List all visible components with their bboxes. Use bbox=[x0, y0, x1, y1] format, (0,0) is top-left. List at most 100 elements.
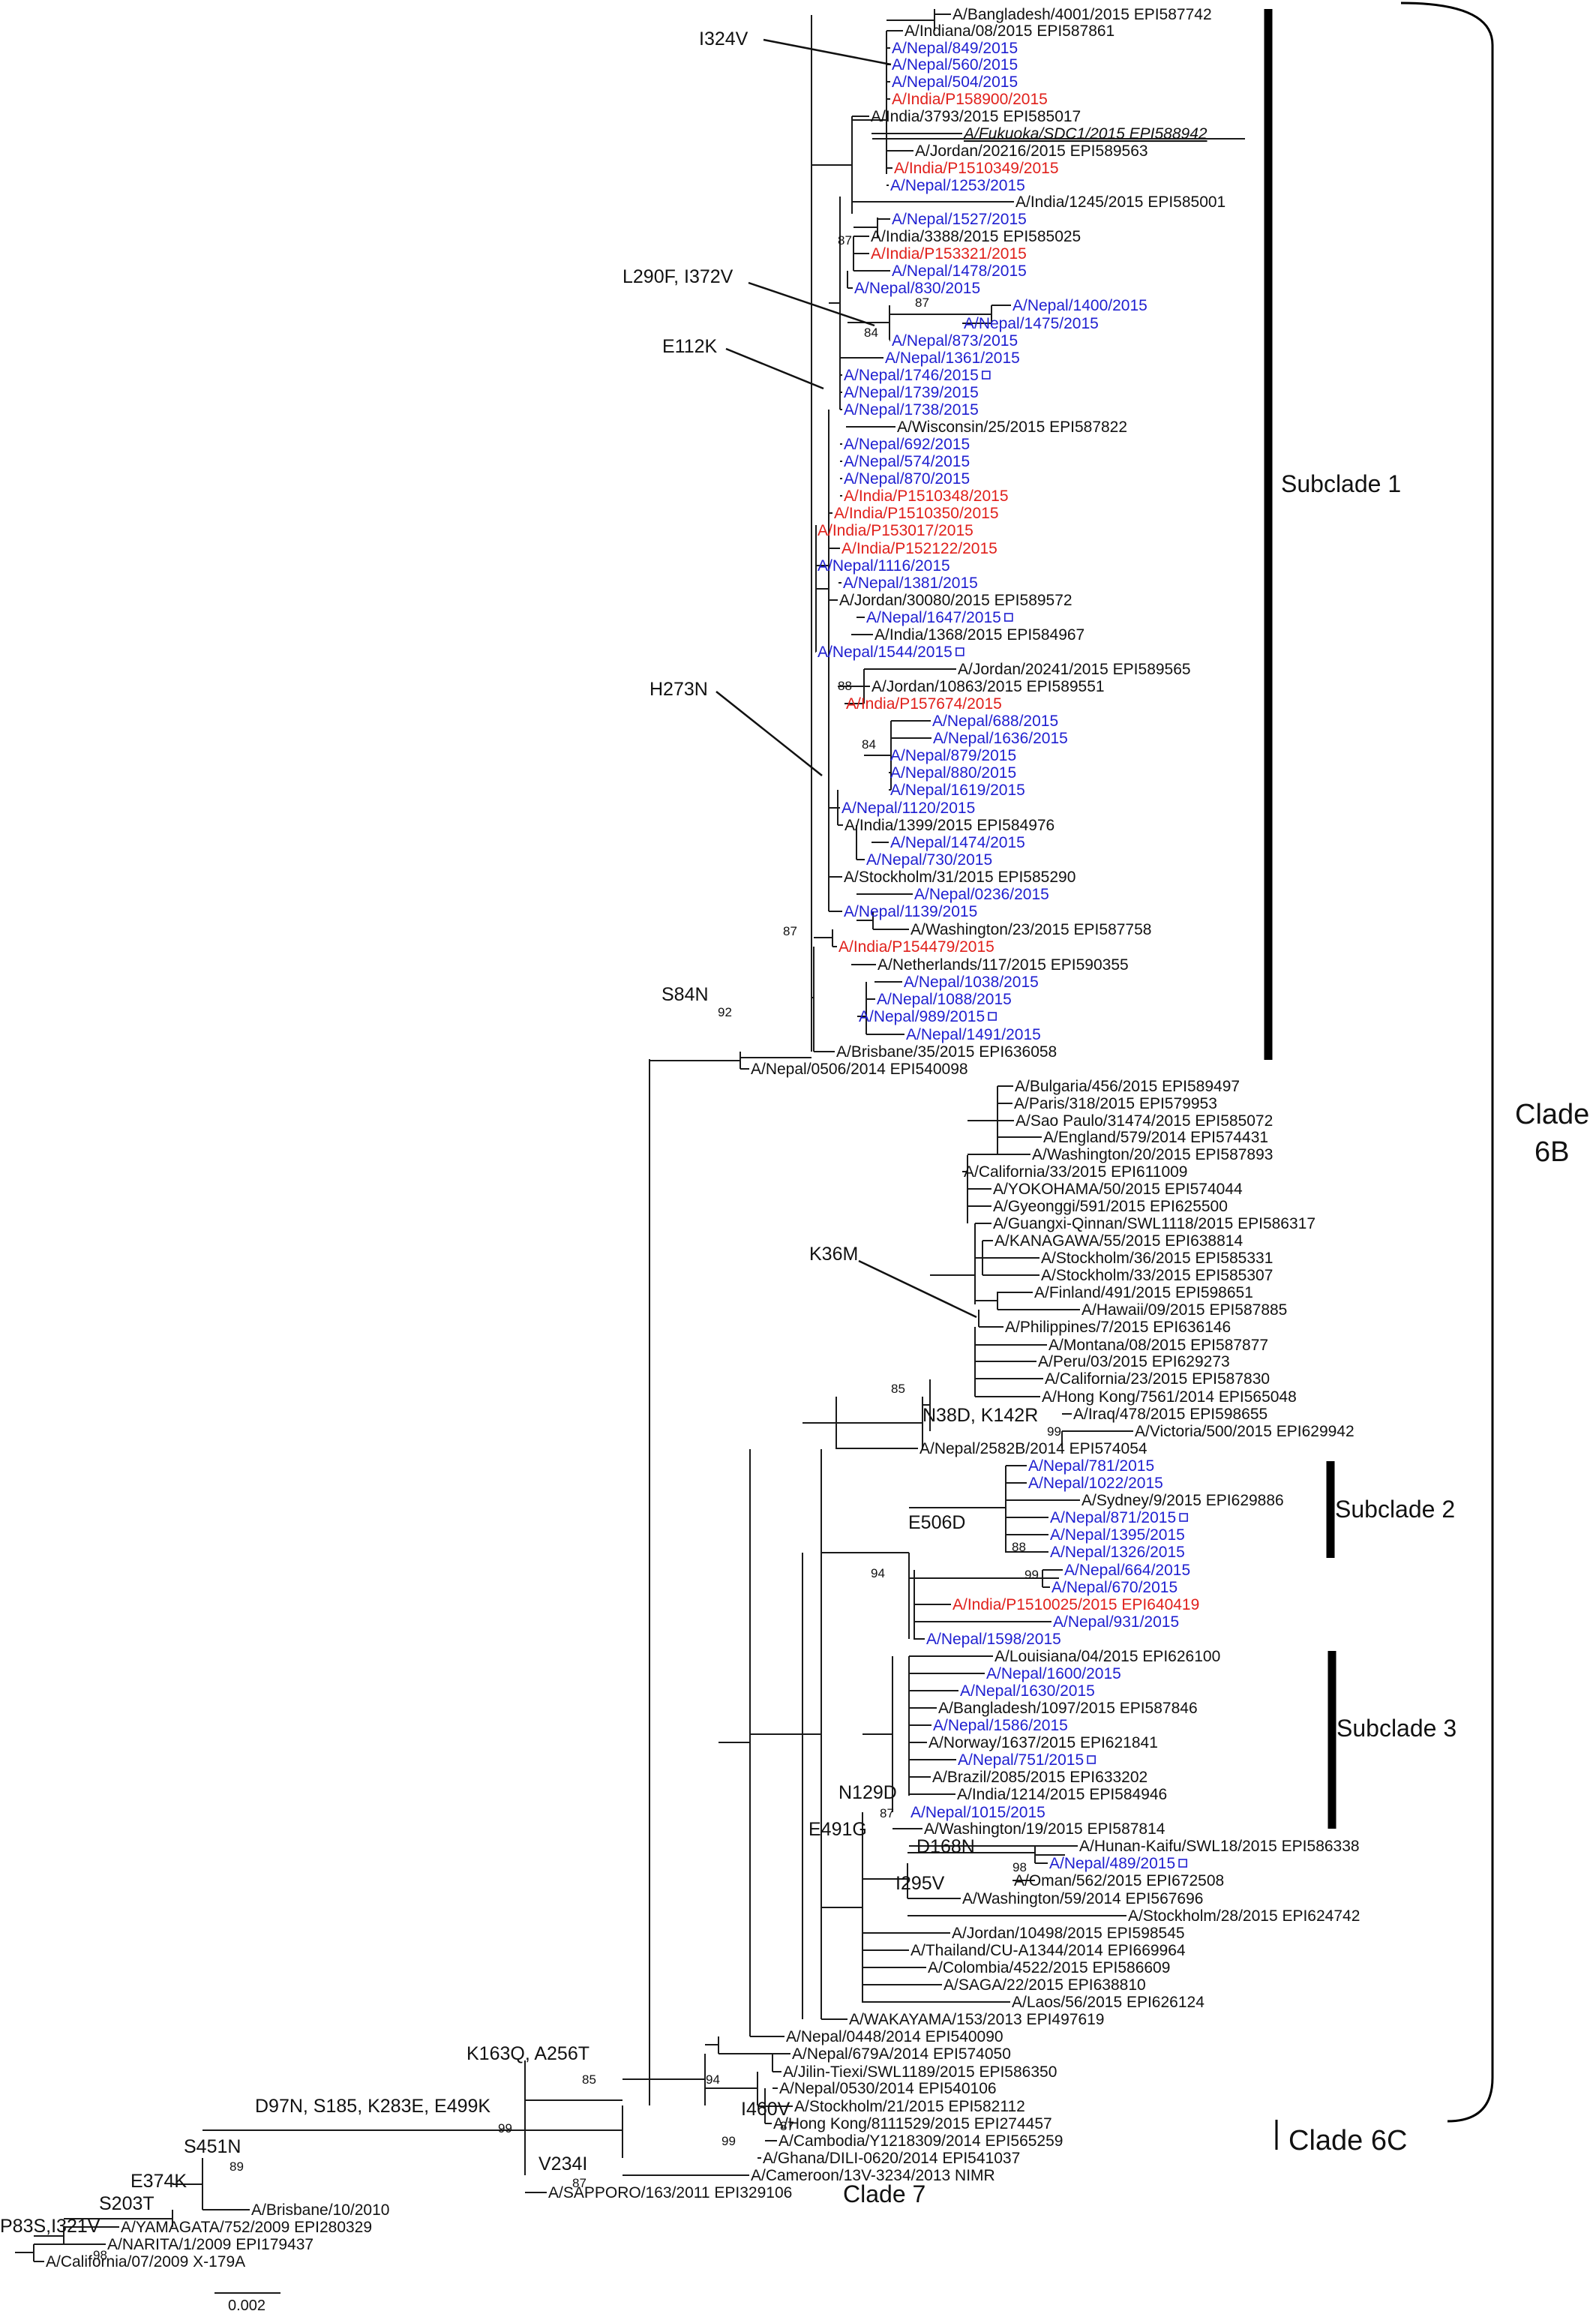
bootstrap-value: 84 bbox=[864, 326, 878, 340]
tip-label: A/England/579/2014 EPI574431 bbox=[1043, 1129, 1268, 1146]
tip-label: A/Gyeonggi/591/2015 EPI625500 bbox=[993, 1198, 1228, 1215]
tip-label: A/Jordan/20241/2015 EPI589565 bbox=[958, 661, 1191, 678]
bootstrap-value: 87 bbox=[780, 2119, 794, 2133]
tip-label: A/Hong Kong/7561/2014 EPI565048 bbox=[1042, 1388, 1297, 1406]
mutation-label: S451N bbox=[184, 2136, 241, 2157]
mutation-label: V234I bbox=[538, 2153, 587, 2174]
tip-label: A/Sydney/9/2015 EPI629886 bbox=[1082, 1492, 1284, 1509]
tip-label: A/Montana/08/2015 EPI587877 bbox=[1048, 1337, 1268, 1354]
tip-label: A/India/P158900/2015 bbox=[892, 91, 1048, 108]
tip-label: A/Jordan/10863/2015 EPI589551 bbox=[872, 678, 1105, 695]
sample-marker-icon bbox=[1004, 613, 1013, 622]
mutation-label: E491G bbox=[808, 1819, 867, 1840]
bootstrap-value: 87 bbox=[783, 924, 797, 938]
tip-label: A/Nepal/1361/2015 bbox=[885, 350, 1020, 367]
mutation-label: I295V bbox=[896, 1873, 945, 1894]
mutation-annotations: I324V L290F, I372V E112K H273N S84N K36M… bbox=[0, 29, 1038, 2237]
mutation-label: E112K bbox=[662, 336, 718, 357]
bootstrap-value: 94 bbox=[706, 2072, 720, 2087]
bootstrap-value: 88 bbox=[838, 679, 852, 693]
tip-label: A/Nepal/1586/2015 bbox=[933, 1717, 1068, 1734]
tip-label: A/Wisconsin/25/2015 EPI587822 bbox=[897, 419, 1127, 436]
tip-label: A/Washington/19/2015 EPI587814 bbox=[924, 1820, 1166, 1838]
tip-label: A/KANAGAWA/55/2015 EPI638814 bbox=[994, 1232, 1243, 1250]
tip-label: A/Indiana/08/2015 EPI587861 bbox=[904, 23, 1114, 40]
tip-label: A/Stockholm/33/2015 EPI585307 bbox=[1041, 1267, 1273, 1284]
tip-label: A/Finland/491/2015 EPI598651 bbox=[1034, 1284, 1253, 1301]
tip-label: A/Brisbane/10/2010 bbox=[251, 2201, 389, 2219]
tip-label: A/Cameroon/13V-3234/2013 NIMR bbox=[751, 2167, 995, 2184]
tip-label: A/Nepal/1381/2015 bbox=[843, 575, 978, 592]
tip-label: A/Nepal/1015/2015 bbox=[910, 1804, 1046, 1821]
sample-marker-icon bbox=[988, 1012, 997, 1021]
tip-label: A/Oman/562/2015 EPI672508 bbox=[1014, 1872, 1224, 1889]
tip-label: A/California/23/2015 EPI587830 bbox=[1045, 1370, 1270, 1388]
tip-label: A/Washington/23/2015 EPI587758 bbox=[910, 921, 1151, 938]
tip-label: A/Laos/56/2015 EPI626124 bbox=[1012, 1994, 1204, 2011]
mutation-label: S84N bbox=[662, 984, 709, 1005]
tip-label: A/Nepal/1647/2015 bbox=[866, 609, 1001, 626]
mutation-label: I460V bbox=[741, 2099, 790, 2120]
tip-label: A/Nepal/871/2015 bbox=[1050, 1509, 1176, 1526]
tip-label: A/WAKAYAMA/153/2013 EPI497619 bbox=[849, 2011, 1104, 2028]
tip-label: A/India/1245/2015 EPI585001 bbox=[1016, 194, 1226, 211]
bootstrap-values: 87 87 84 88 84 87 92 85 99 99 88 94 87 9… bbox=[93, 233, 1061, 2262]
tip-label: A/California/33/2015 EPI611009 bbox=[964, 1163, 1188, 1181]
clade-6b-number: 6B bbox=[1534, 1136, 1569, 1168]
tip-label: A/Bangladesh/1097/2015 EPI587846 bbox=[938, 1700, 1198, 1717]
tip-label: A/NARITA/1/2009 EPI179437 bbox=[107, 2236, 314, 2253]
tip-label: A/YOKOHAMA/50/2015 EPI574044 bbox=[993, 1181, 1243, 1198]
tip-label: A/Nepal/1746/2015 bbox=[844, 367, 979, 384]
sample-marker-icon bbox=[1179, 1513, 1188, 1522]
tip-label: A/India/1399/2015 EPI584976 bbox=[844, 817, 1054, 834]
tip-label: A/Nepal/1120/2015 bbox=[842, 800, 975, 817]
tip-label: A/Nepal/849/2015 bbox=[892, 40, 1018, 57]
tip-label: A/India/P153321/2015 bbox=[871, 245, 1027, 263]
tip-label: A/Jilin-Tiexi/SWL1189/2015 EPI586350 bbox=[783, 2063, 1057, 2081]
tip-label: A/Nepal/1326/2015 bbox=[1050, 1544, 1185, 1561]
tip-label: A/India/1214/2015 EPI584946 bbox=[957, 1786, 1167, 1803]
tip-label: A/Bulgaria/456/2015 EPI589497 bbox=[1015, 1078, 1240, 1095]
tip-label: A/Sao Paulo/31474/2015 EPI585072 bbox=[1016, 1112, 1273, 1130]
subclade-2-label: Subclade 2 bbox=[1335, 1496, 1455, 1523]
mutation-label: S203T bbox=[99, 2193, 154, 2214]
tip-label: A/India/3388/2015 EPI585025 bbox=[871, 228, 1081, 245]
tip-label: A/Nepal/1598/2015 bbox=[926, 1631, 1061, 1648]
tip-label: A/India/P1510025/2015 EPI640419 bbox=[952, 1596, 1199, 1613]
tip-label: A/India/P154479/2015 bbox=[838, 938, 994, 956]
mutation-label: N129D bbox=[838, 1782, 897, 1803]
tip-label: A/Thailand/CU-A1344/2014 EPI669964 bbox=[910, 1942, 1186, 1959]
tip-label: A/Nepal/2582B/2014 EPI574054 bbox=[920, 1440, 1148, 1457]
mutation-label: K163Q, A256T bbox=[466, 2043, 590, 2064]
tip-label: A/Nepal/1038/2015 bbox=[904, 974, 1039, 991]
tip-label: A/Nepal/1116/2015 bbox=[818, 557, 950, 575]
tip-label: A/Nepal/504/2015 bbox=[892, 74, 1018, 91]
bootstrap-value: 89 bbox=[230, 2159, 244, 2174]
tip-label: A/Washington/59/2014 EPI567696 bbox=[962, 1890, 1203, 1907]
mutation-pointer bbox=[748, 281, 875, 327]
bootstrap-value: 87 bbox=[915, 296, 929, 310]
tip-label: A/Brisbane/35/2015 EPI636058 bbox=[836, 1043, 1057, 1061]
tip-label: A/Nepal/1544/2015 bbox=[818, 644, 952, 661]
tip-label: A/India/P157674/2015 bbox=[846, 695, 1002, 713]
tip-label: A/YAMAGATA/752/2009 EPI280329 bbox=[121, 2219, 372, 2236]
tip-label: A/Nepal/1619/2015 bbox=[890, 782, 1025, 799]
clade-6c-label: Clade 6C bbox=[1288, 2125, 1407, 2156]
mutation-label: E374K bbox=[130, 2171, 187, 2192]
bootstrap-value: 87 bbox=[572, 2176, 586, 2190]
bootstrap-value: 99 bbox=[1047, 1424, 1061, 1439]
subclade-1-label: Subclade 1 bbox=[1281, 470, 1401, 497]
tip-label: A/India/P1510349/2015 bbox=[894, 160, 1059, 177]
clade-6b-brace bbox=[1400, 2, 1494, 2123]
tip-label: A/Nepal/1475/2015 bbox=[964, 315, 1099, 332]
mutation-label: I324V bbox=[699, 29, 748, 50]
mutation-pointer bbox=[858, 1259, 977, 1319]
tip-label: A/Nepal/1400/2015 bbox=[1012, 297, 1148, 314]
tip-label: A/Nepal/1527/2015 bbox=[892, 211, 1027, 228]
tip-label: A/Hawaii/09/2015 EPI587885 bbox=[1082, 1301, 1287, 1319]
tip-label: A/Jordan/10498/2015 EPI598545 bbox=[952, 1925, 1185, 1942]
sample-marker-icon bbox=[982, 371, 991, 380]
tip-label: A/Nepal/1088/2015 bbox=[877, 991, 1012, 1008]
bootstrap-value: 98 bbox=[93, 2248, 107, 2262]
bootstrap-value: 99 bbox=[498, 2121, 512, 2135]
